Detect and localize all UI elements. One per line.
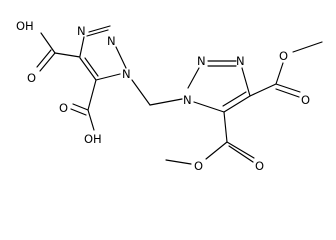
lower-methyl-ester: O O: [165, 111, 264, 173]
structure-canvas: OH O O OH N N N N N N O O: [16, 19, 323, 173]
methylene-bridge: [131, 79, 183, 106]
bond-cester-o-double-lower: [226, 141, 255, 159]
atom-oh-lower: OH: [84, 132, 102, 146]
bond-ch2-n1right: [149, 98, 183, 106]
atom-n2-left: N: [107, 34, 116, 48]
bond-c5-ccooh: [87, 79, 97, 111]
upper-methyl-ester: O O: [249, 41, 323, 107]
atom-oh-upper: OH: [16, 19, 34, 33]
atom-o-ester-lower-double: O: [255, 159, 264, 173]
chemical-structure: OH O O OH N N N N N N O O: [16, 19, 323, 173]
atom-o-lower: O: [59, 101, 68, 115]
bond-cooh-o-upper-double: [36, 49, 52, 68]
bond-n3-c4-right: [241, 67, 251, 97]
bond-cooh-o-lower: [72, 103, 89, 111]
bond-c4-c5-right-double: [222, 91, 247, 107]
bond-n1left-ch2: [131, 79, 151, 106]
bond-cester-o-single-lower: [205, 141, 228, 160]
atom-n2-right: N: [197, 54, 206, 68]
upper-carboxylic-acid: OH O: [16, 19, 81, 85]
bond-cester-o-double-2: [275, 88, 300, 98]
bond-c4-c5-right: [223, 95, 251, 113]
atom-n1-right: N: [183, 93, 192, 107]
bond-c4-c5-left-double: [84, 57, 99, 77]
bond-cooh-oh-lower: [87, 109, 95, 131]
bond-o-methyl-upper: [292, 41, 323, 53]
atom-n3-left: N: [77, 24, 86, 38]
bond-n3-c4-left: [79, 36, 85, 57]
bond-n1-n2-right: [187, 67, 200, 89]
atom-o-ester-upper-double: O: [301, 93, 310, 107]
bond-cooh-oh-upper: [40, 32, 56, 54]
bond-cooh-o-upper: [39, 52, 56, 72]
bond-cooh-o-lower-double: [70, 108, 87, 116]
atom-n3-right: N: [236, 54, 245, 68]
atom-o-ester-upper-single: O: [279, 49, 288, 63]
bond-c5-cester: [223, 111, 228, 143]
lower-carboxylic-acid: O OH: [59, 79, 102, 146]
bond-c4-c5-left: [79, 57, 97, 81]
bond-n1-n2-left: [115, 46, 127, 69]
bond-c4-cester: [249, 83, 277, 97]
atom-n1-left: N: [122, 67, 131, 81]
left-triazole-ring: [79, 25, 127, 81]
bond-cester-o-double-lower-2: [228, 145, 254, 163]
bond-c5-n1-left: [95, 73, 121, 81]
bond-c5-n1-right: [193, 101, 225, 113]
atom-o-upper: O: [27, 71, 36, 85]
bond-c4-ccooh: [54, 52, 81, 58]
bond-cester-o-double: [275, 83, 301, 93]
bond-cester-o-single: [275, 62, 284, 85]
atom-o-ester-lower-single: O: [194, 159, 203, 173]
bond-n2-n3-left: [86, 29, 109, 37]
right-triazole-ring: [187, 60, 251, 113]
bond-o-methyl-lower: [165, 159, 192, 165]
bond-n2-n3-left-double: [88, 25, 111, 33]
